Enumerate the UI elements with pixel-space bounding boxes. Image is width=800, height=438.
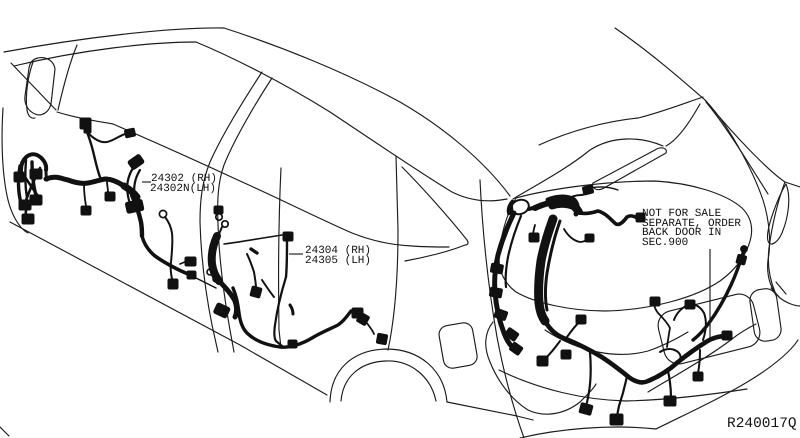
svg-text:24305 (LH): 24305 (LH) [305,255,371,267]
svg-text:24304 (RH): 24304 (RH) [305,245,371,257]
svg-text:24302 (RH): 24302 (RH) [151,173,217,185]
svg-text:24302N(LH): 24302N(LH) [150,183,216,195]
svg-text:BACK DOOR IN: BACK DOOR IN [642,227,721,239]
svg-text:SEPARATE, ORDER: SEPARATE, ORDER [642,218,741,230]
svg-text:SEC.900: SEC.900 [642,237,688,249]
svg-text:R240017Q: R240017Q [727,416,797,432]
svg-text:NOT FOR SALE: NOT FOR SALE [642,208,722,220]
